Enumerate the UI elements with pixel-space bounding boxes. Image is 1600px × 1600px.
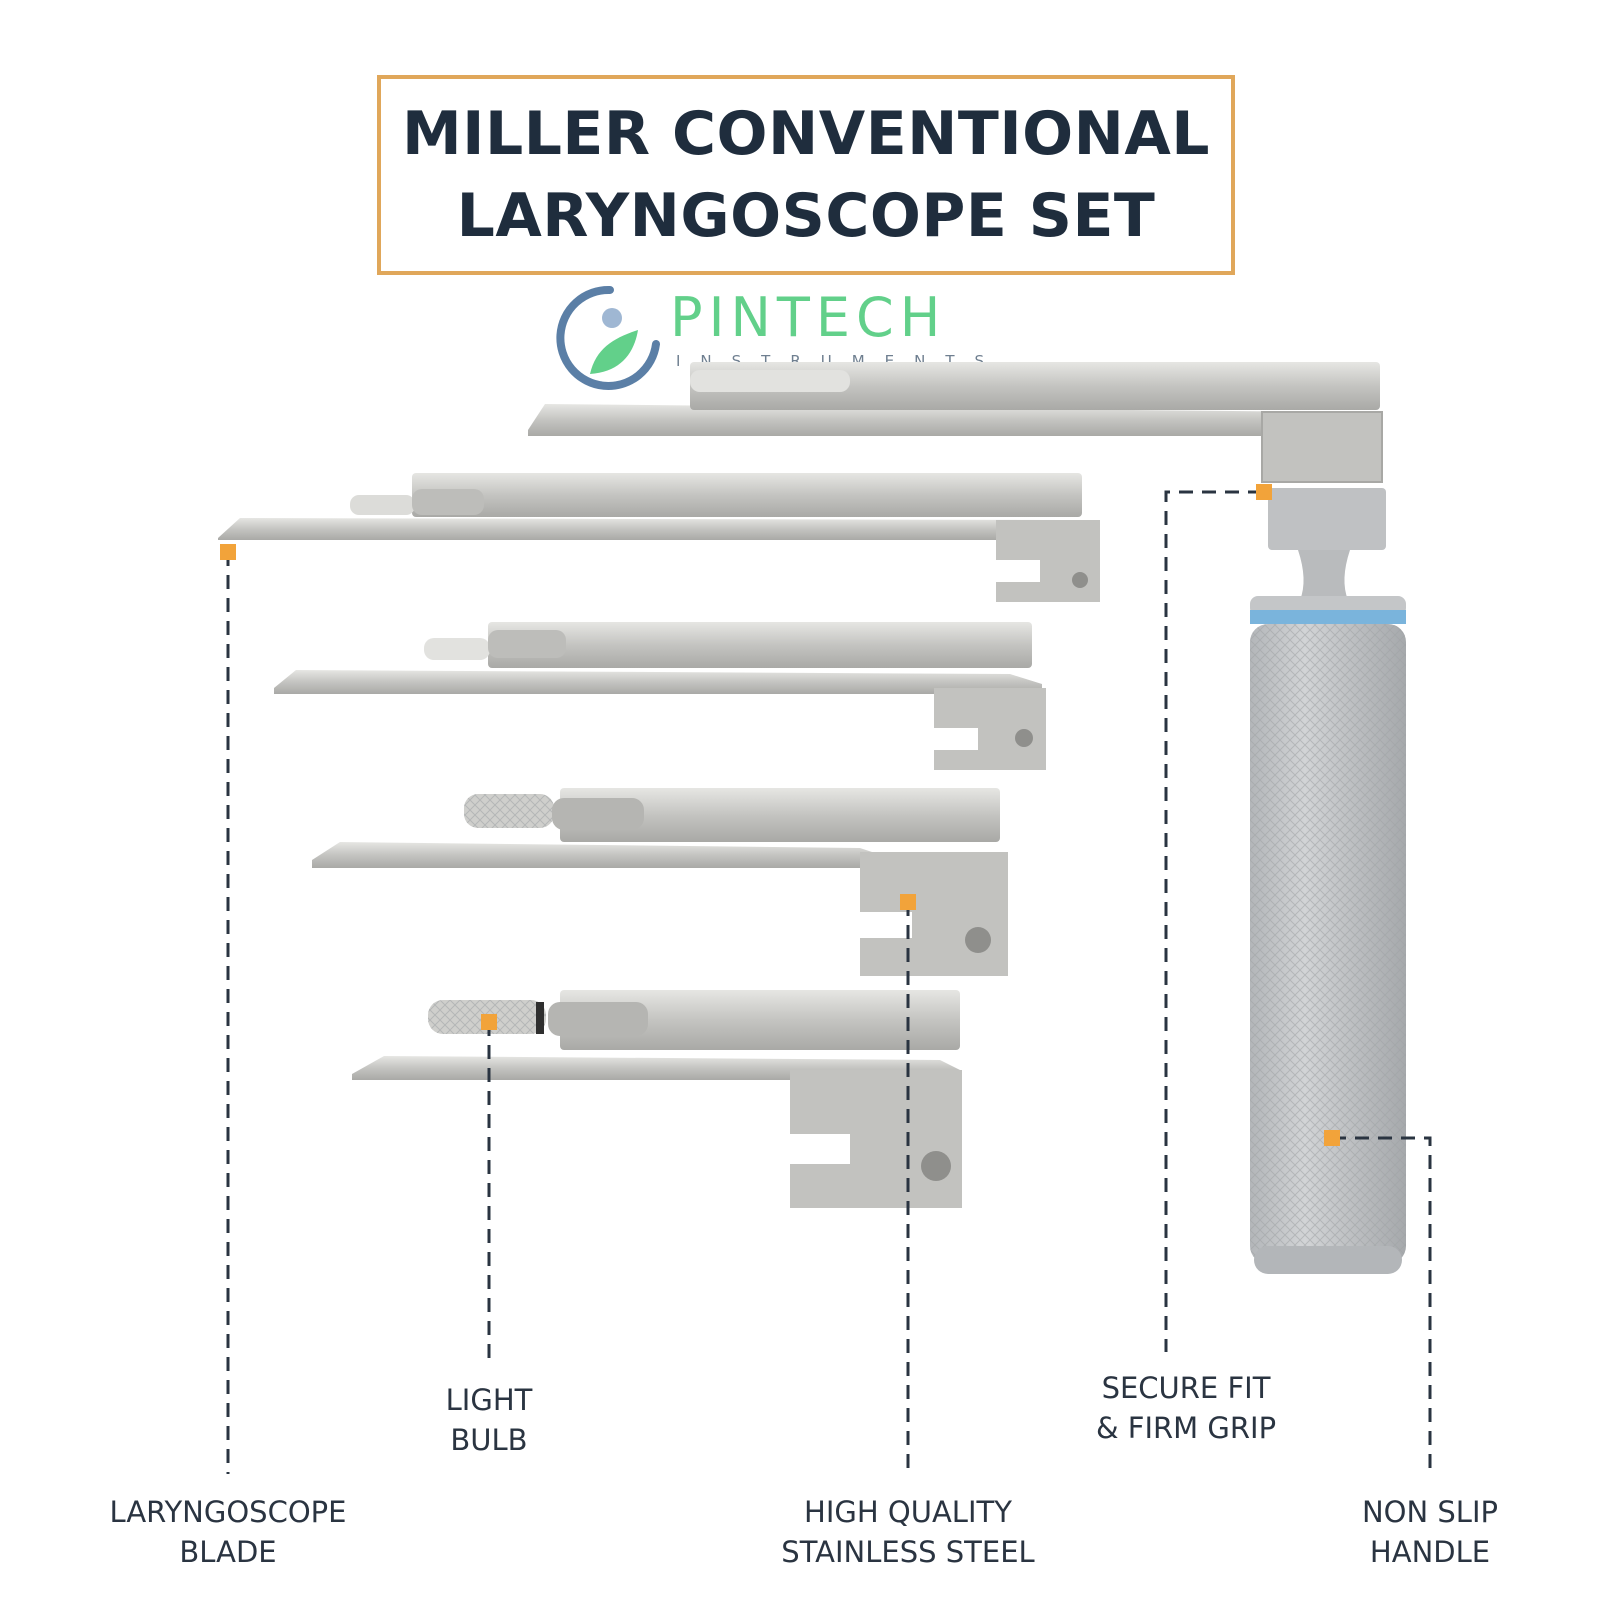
marker-fit xyxy=(1256,484,1272,500)
callout-handle-line-1: NON SLIP xyxy=(1361,1495,1499,1529)
leader-lines xyxy=(226,490,1432,1474)
title-line-2: LARYNGOSCOPE SET xyxy=(456,181,1156,251)
callout-secure-fit: SECURE FIT & FIRM GRIP xyxy=(1046,1368,1326,1448)
handle xyxy=(1250,488,1406,1274)
logo-name: PINTECH xyxy=(670,286,947,349)
blade-5 xyxy=(352,990,962,1208)
callout-fit-line-1: SECURE FIT xyxy=(1101,1371,1271,1405)
marker-handle xyxy=(1324,1130,1340,1146)
callout-light-bulb: LIGHT BULB xyxy=(389,1380,589,1460)
blade-2 xyxy=(218,473,1100,602)
marker-bulb xyxy=(481,1014,497,1030)
blade-1 xyxy=(528,362,1383,483)
title-line-1: MILLER CONVENTIONAL xyxy=(401,99,1211,169)
callout-bulb-line-2: BULB xyxy=(450,1423,528,1457)
callout-stainless-steel: HIGH QUALITY STAINLESS STEEL xyxy=(748,1492,1068,1572)
title-box: MILLER CONVENTIONAL LARYNGOSCOPE SET xyxy=(377,75,1235,275)
callout-steel-line-2: STAINLESS STEEL xyxy=(781,1535,1035,1569)
callout-fit-line-2: & FIRM GRIP xyxy=(1095,1411,1277,1445)
callout-blade-line-1: LARYNGOSCOPE xyxy=(109,1495,347,1529)
markers xyxy=(220,484,1340,1146)
blade-4 xyxy=(312,788,1008,976)
callout-bulb-line-1: LIGHT xyxy=(445,1383,533,1417)
callout-handle-line-2: HANDLE xyxy=(1369,1535,1491,1569)
blade-3 xyxy=(274,622,1046,770)
callout-blade-line-2: BLADE xyxy=(179,1535,277,1569)
callout-steel-line-1: HIGH QUALITY xyxy=(804,1495,1012,1529)
pintech-logo: PINTECH INSTRUMENTS xyxy=(552,282,1052,400)
marker-blade xyxy=(220,544,236,560)
callout-non-slip-handle: NON SLIP HANDLE xyxy=(1320,1492,1540,1572)
marker-steel xyxy=(900,894,916,910)
callout-laryngoscope-blade: LARYNGOSCOPE BLADE xyxy=(78,1492,378,1572)
logo-mark-icon xyxy=(556,285,660,390)
